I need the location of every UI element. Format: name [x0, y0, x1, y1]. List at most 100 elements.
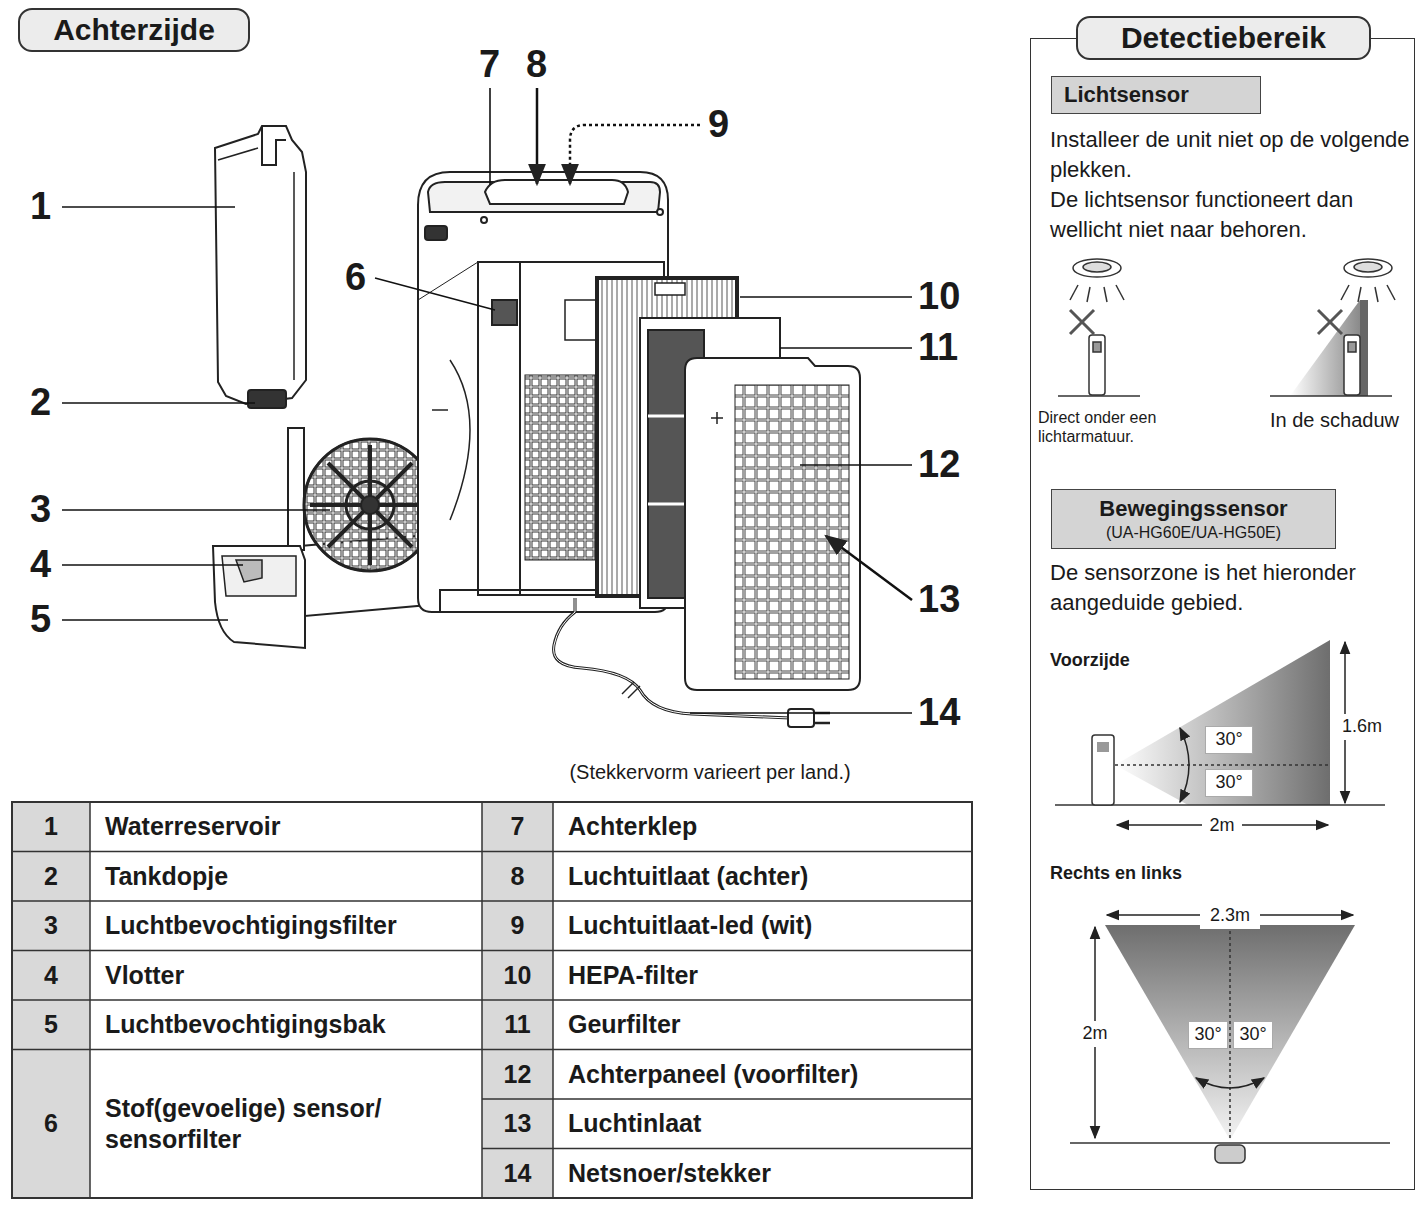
table-cell: 8: [483, 852, 552, 902]
humidifying-filter: [310, 445, 430, 565]
leader-line: [62, 206, 235, 208]
table-cell: Luchtbevochtigingsbak: [91, 1000, 481, 1050]
dimension-label: 30°: [1233, 1021, 1273, 1049]
purifier-body: [481, 217, 487, 223]
table-cell: 2: [13, 852, 89, 902]
table-cell: 1: [13, 802, 89, 852]
callout-number: 9: [708, 102, 778, 148]
purifier-body: [565, 300, 600, 340]
leader-line: [62, 88, 912, 713]
humidifying-filter: [304, 439, 436, 571]
cross-mark: [1070, 310, 1094, 334]
leader-line: [800, 464, 912, 466]
table-cell: Geurfilter: [554, 1000, 971, 1050]
unit-icon: [1348, 342, 1356, 352]
water-tank: [262, 126, 286, 165]
humidifier-tray: [213, 546, 305, 648]
back-panel: [735, 385, 849, 679]
unit-icon: [1344, 335, 1360, 395]
humidifier-tray: [236, 560, 262, 582]
power-cord: [554, 598, 790, 718]
sensor-zone-side: [1070, 915, 1390, 1163]
water-tank: [293, 172, 295, 380]
table-cell: Tankdopje: [91, 852, 481, 902]
table-cell: Vlotter: [91, 951, 481, 1001]
note-text: Installeer de unit niet op de volgende p…: [1050, 125, 1415, 185]
sensor-zone-front: [1092, 735, 1114, 805]
table-cell: 4: [13, 951, 89, 1001]
back-panel: [685, 358, 860, 690]
ceiling-light: [1104, 287, 1107, 302]
dimension-label: 30°: [1205, 726, 1253, 754]
note-text: De lichtsensor functioneert dan wellicht…: [1050, 185, 1415, 245]
leader-line: [375, 278, 495, 310]
purifier-body: [492, 300, 517, 325]
humidifying-filter: [304, 439, 436, 571]
callout-number: 11: [918, 325, 988, 371]
ceiling-light: [1354, 262, 1382, 272]
table-cell: 5: [13, 1000, 89, 1050]
table-cell: Waterreservoir: [91, 802, 481, 852]
cross-mark: [1070, 310, 1094, 334]
cross-mark: [1318, 310, 1342, 334]
view-heading: Voorzijde: [1050, 650, 1250, 672]
table-cell: Netsnoer/stekker: [554, 1149, 971, 1199]
purifier-body: [418, 262, 478, 300]
table-cell: Luchtuitlaat-led (wit): [554, 901, 971, 951]
dimension-label: 2m: [1078, 1021, 1112, 1047]
leader-line: [740, 296, 912, 298]
humidifying-filter: [304, 439, 436, 571]
leader-line: [826, 536, 912, 600]
shadow-area: [1290, 300, 1360, 396]
sensor-zone-side: [1215, 1145, 1245, 1163]
figure-caption: In de schaduw: [1270, 408, 1420, 432]
leader-line: [690, 712, 912, 714]
sensor-zone-side: [1229, 925, 1231, 1140]
purifier-body: [485, 180, 628, 204]
sensor-zone-front: [1097, 742, 1109, 752]
shadow-area: [1290, 300, 1368, 396]
callout-number: 8: [526, 42, 596, 88]
view-heading: Rechts en links: [1050, 863, 1250, 885]
parts-table: [482, 1098, 972, 1100]
table-cell: 3: [13, 901, 89, 951]
leader-line: [62, 619, 228, 621]
dimension-label: 2.3m: [1200, 903, 1260, 929]
parts-table: [12, 802, 972, 1198]
model-note: (UA-HG60E/UA-HG50E): [1106, 523, 1281, 542]
power-cord: [622, 682, 634, 694]
parts-table: [12, 900, 972, 902]
callout-number: 13: [918, 577, 988, 623]
table-cell: 14: [483, 1149, 552, 1199]
table-cell: Achterklep: [554, 802, 971, 852]
table-cell: HEPA-filter: [554, 951, 971, 1001]
callout-number: 5: [30, 597, 100, 643]
sensor-zone-front: [1115, 640, 1330, 805]
water-tank: [215, 126, 306, 404]
callout-number: 14: [918, 690, 988, 736]
sensor-zone-front: [1115, 764, 1330, 766]
ceiling-light: [1375, 287, 1378, 302]
sensor-zone-side: [1070, 1142, 1390, 1144]
heading-text: Achterzijde: [53, 13, 215, 47]
callout-number: 6: [345, 255, 415, 301]
table-cell: 11: [483, 1000, 552, 1050]
table-cell: Luchtuitlaat (achter): [554, 852, 971, 902]
ceiling-light: [1341, 285, 1349, 300]
callout-number: 2: [30, 380, 100, 426]
heading-text: Lichtsensor: [1064, 82, 1189, 108]
ceiling-light: [1344, 259, 1392, 277]
parts-table: [12, 950, 972, 952]
water-tank: [215, 126, 306, 408]
water-tank: [218, 148, 258, 160]
humidifier-tray: [288, 428, 304, 550]
leader-line: [780, 347, 912, 349]
parts-table: [12, 999, 972, 1001]
note-text: De sensorzone is het hieronder aangeduid…: [1050, 558, 1415, 618]
heading-text: Detectiebereik: [1076, 16, 1371, 60]
table-cell: 6: [13, 1050, 89, 1199]
leader-line: [62, 509, 330, 511]
unit-icon: [1093, 342, 1101, 352]
section-box: Bewegingssensor(UA-HG60E/UA-HG50E): [1051, 489, 1336, 549]
